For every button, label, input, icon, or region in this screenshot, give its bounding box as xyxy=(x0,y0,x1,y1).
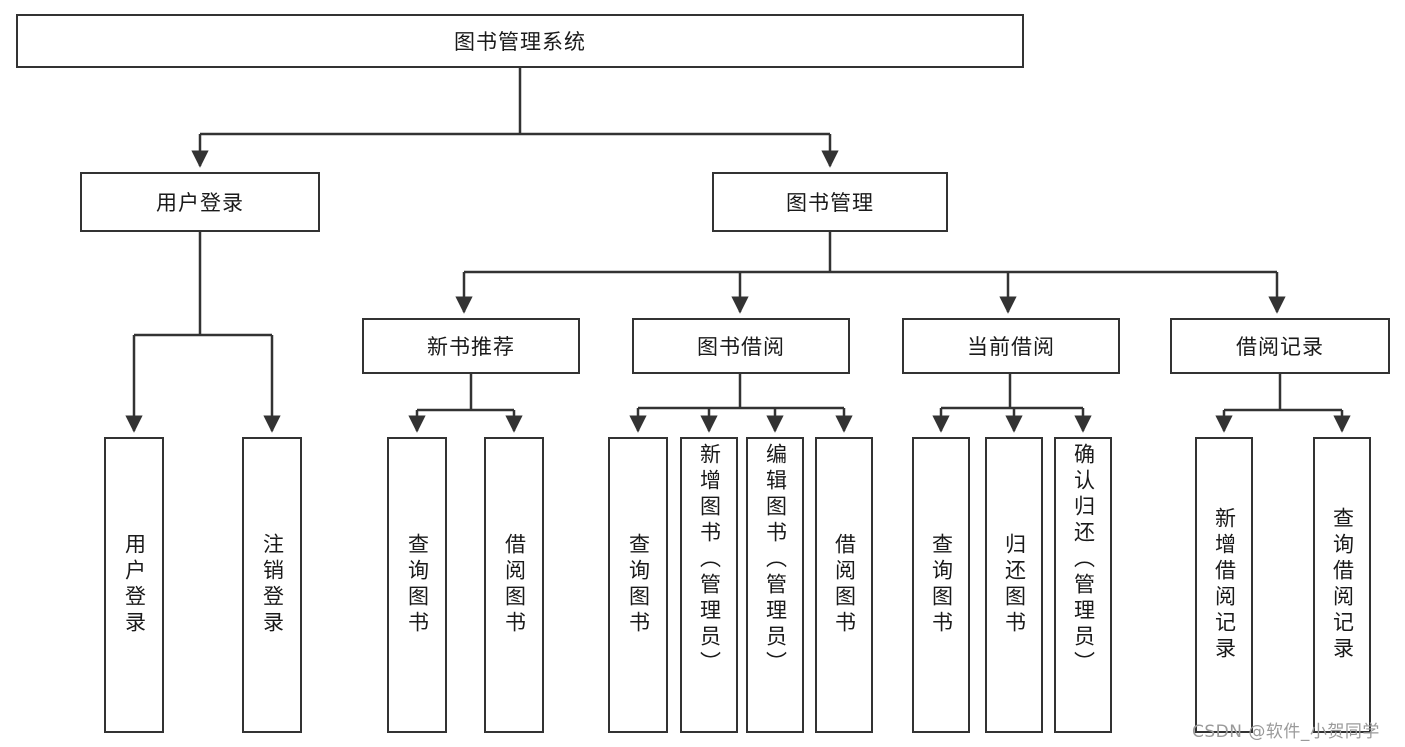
leaf-logout-label: 注销登录 xyxy=(260,533,285,637)
leaf-query-book-current[interactable]: 查询图书 xyxy=(912,437,970,733)
node-book-borrow[interactable]: 图书借阅 xyxy=(632,318,850,374)
leaf-edit-book-admin-label: 编辑图书（管理员） xyxy=(763,443,788,677)
leaf-borrow-book-recommend[interactable]: 借阅图书 xyxy=(484,437,544,733)
leaf-query-book-recommend-label: 查询图书 xyxy=(405,533,430,637)
node-book-borrow-label: 图书借阅 xyxy=(697,335,785,359)
leaf-query-borrow-record-label: 查询借阅记录 xyxy=(1330,507,1355,663)
leaf-add-book-admin[interactable]: 新增图书（管理员） xyxy=(680,437,738,733)
csdn-watermark: CSDN @软件_小贺同学 xyxy=(1192,722,1380,742)
leaf-query-book-current-label: 查询图书 xyxy=(929,533,954,637)
leaf-query-book-recommend[interactable]: 查询图书 xyxy=(387,437,447,733)
node-current-borrow-label: 当前借阅 xyxy=(967,335,1055,359)
leaf-confirm-return-admin[interactable]: 确认归还（管理员） xyxy=(1054,437,1112,733)
leaf-add-borrow-record-label: 新增借阅记录 xyxy=(1212,507,1237,663)
node-new-book-recommend-label: 新书推荐 xyxy=(427,335,515,359)
node-new-book-recommend[interactable]: 新书推荐 xyxy=(362,318,580,374)
leaf-user-login[interactable]: 用户登录 xyxy=(104,437,164,733)
leaf-borrow-book-recommend-label: 借阅图书 xyxy=(502,533,527,637)
node-user-login-label: 用户登录 xyxy=(156,191,244,215)
node-root[interactable]: 图书管理系统 xyxy=(16,14,1024,68)
leaf-add-borrow-record[interactable]: 新增借阅记录 xyxy=(1195,437,1253,733)
leaf-return-book[interactable]: 归还图书 xyxy=(985,437,1043,733)
leaf-edit-book-admin[interactable]: 编辑图书（管理员） xyxy=(746,437,804,733)
leaf-query-book-borrow[interactable]: 查询图书 xyxy=(608,437,668,733)
leaf-query-borrow-record[interactable]: 查询借阅记录 xyxy=(1313,437,1371,733)
leaf-return-book-label: 归还图书 xyxy=(1002,533,1027,637)
leaf-query-book-borrow-label: 查询图书 xyxy=(626,533,651,637)
leaf-confirm-return-admin-label: 确认归还（管理员） xyxy=(1071,443,1096,677)
node-book-management-label: 图书管理 xyxy=(786,191,874,215)
leaf-logout[interactable]: 注销登录 xyxy=(242,437,302,733)
leaf-add-book-admin-label: 新增图书（管理员） xyxy=(697,443,722,677)
node-borrow-record-label: 借阅记录 xyxy=(1236,335,1324,359)
node-root-label: 图书管理系统 xyxy=(454,30,586,54)
node-user-login[interactable]: 用户登录 xyxy=(80,172,320,232)
leaf-borrow-book-label: 借阅图书 xyxy=(832,533,857,637)
leaf-borrow-book[interactable]: 借阅图书 xyxy=(815,437,873,733)
node-borrow-record[interactable]: 借阅记录 xyxy=(1170,318,1390,374)
node-current-borrow[interactable]: 当前借阅 xyxy=(902,318,1120,374)
node-book-management[interactable]: 图书管理 xyxy=(712,172,948,232)
leaf-user-login-label: 用户登录 xyxy=(122,533,147,637)
